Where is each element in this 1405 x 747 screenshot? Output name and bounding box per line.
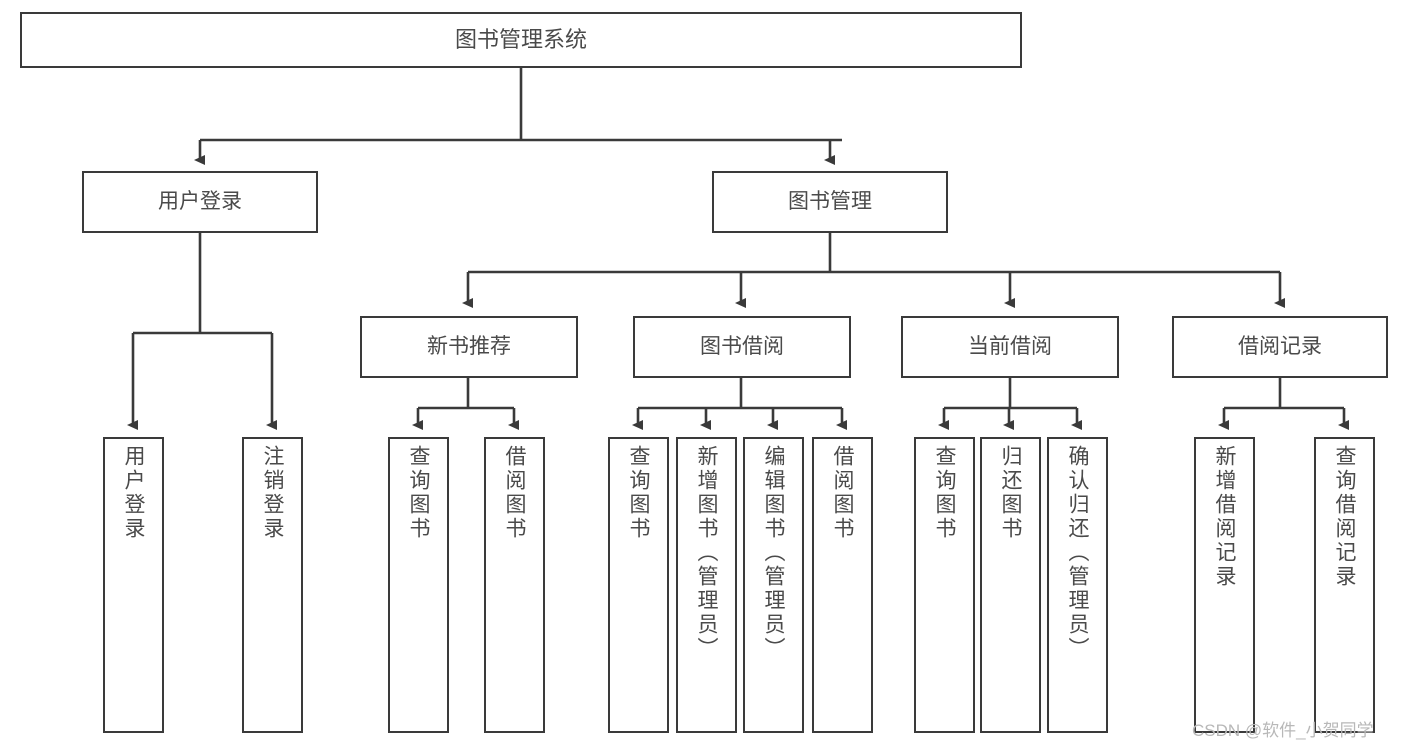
node-leaf-query-record[interactable]: 查询借阅记录 <box>1314 437 1375 733</box>
node-leaf-query-record-label: 查询借阅记录 <box>1333 445 1356 589</box>
node-borrow-record[interactable]: 借阅记录 <box>1172 316 1388 378</box>
node-leaf-return-book[interactable]: 归还图书 <box>980 437 1041 733</box>
node-leaf-edit-book[interactable]: 编辑图书（管理员） <box>743 437 804 733</box>
node-leaf-query-book-1[interactable]: 查询图书 <box>388 437 449 733</box>
node-leaf-user-login-label: 用户登录 <box>122 445 145 541</box>
node-borrow-record-label: 借阅记录 <box>1238 334 1322 358</box>
node-current-borrow-label: 当前借阅 <box>968 334 1052 358</box>
node-leaf-query-book-3[interactable]: 查询图书 <box>914 437 975 733</box>
node-book-borrow-label: 图书借阅 <box>700 334 784 358</box>
node-leaf-confirm-return-label: 确认归还（管理员） <box>1066 445 1089 661</box>
node-root[interactable]: 图书管理系统 <box>20 12 1022 68</box>
node-leaf-logout[interactable]: 注销登录 <box>242 437 303 733</box>
node-leaf-add-book-label: 新增图书（管理员） <box>695 445 718 661</box>
node-leaf-query-book-3-label: 查询图书 <box>933 445 956 541</box>
node-leaf-borrow-book-1[interactable]: 借阅图书 <box>484 437 545 733</box>
node-leaf-return-book-label: 归还图书 <box>999 445 1022 541</box>
node-book-manage[interactable]: 图书管理 <box>712 171 948 233</box>
node-new-book-rec[interactable]: 新书推荐 <box>360 316 578 378</box>
node-leaf-confirm-return[interactable]: 确认归还（管理员） <box>1047 437 1108 733</box>
node-new-book-rec-label: 新书推荐 <box>427 334 511 358</box>
node-root-label: 图书管理系统 <box>454 27 587 53</box>
node-leaf-add-record[interactable]: 新增借阅记录 <box>1194 437 1255 733</box>
node-leaf-borrow-book-1-label: 借阅图书 <box>503 445 526 541</box>
watermark-text: CSDN @软件_小贺同学 <box>1192 721 1374 740</box>
node-leaf-query-book-2-label: 查询图书 <box>627 445 650 541</box>
node-book-manage-label: 图书管理 <box>788 189 872 213</box>
node-leaf-query-book-2[interactable]: 查询图书 <box>608 437 669 733</box>
node-leaf-query-book-1-label: 查询图书 <box>407 445 430 541</box>
node-user-login-label: 用户登录 <box>158 189 242 213</box>
node-leaf-borrow-book-2-label: 借阅图书 <box>831 445 854 541</box>
node-leaf-user-login[interactable]: 用户登录 <box>103 437 164 733</box>
node-leaf-logout-label: 注销登录 <box>261 445 284 541</box>
node-leaf-add-book[interactable]: 新增图书（管理员） <box>676 437 737 733</box>
node-leaf-add-record-label: 新增借阅记录 <box>1213 445 1236 589</box>
node-book-borrow[interactable]: 图书借阅 <box>633 316 851 378</box>
node-current-borrow[interactable]: 当前借阅 <box>901 316 1119 378</box>
node-user-login[interactable]: 用户登录 <box>82 171 318 233</box>
node-leaf-borrow-book-2[interactable]: 借阅图书 <box>812 437 873 733</box>
node-leaf-edit-book-label: 编辑图书（管理员） <box>762 445 785 661</box>
